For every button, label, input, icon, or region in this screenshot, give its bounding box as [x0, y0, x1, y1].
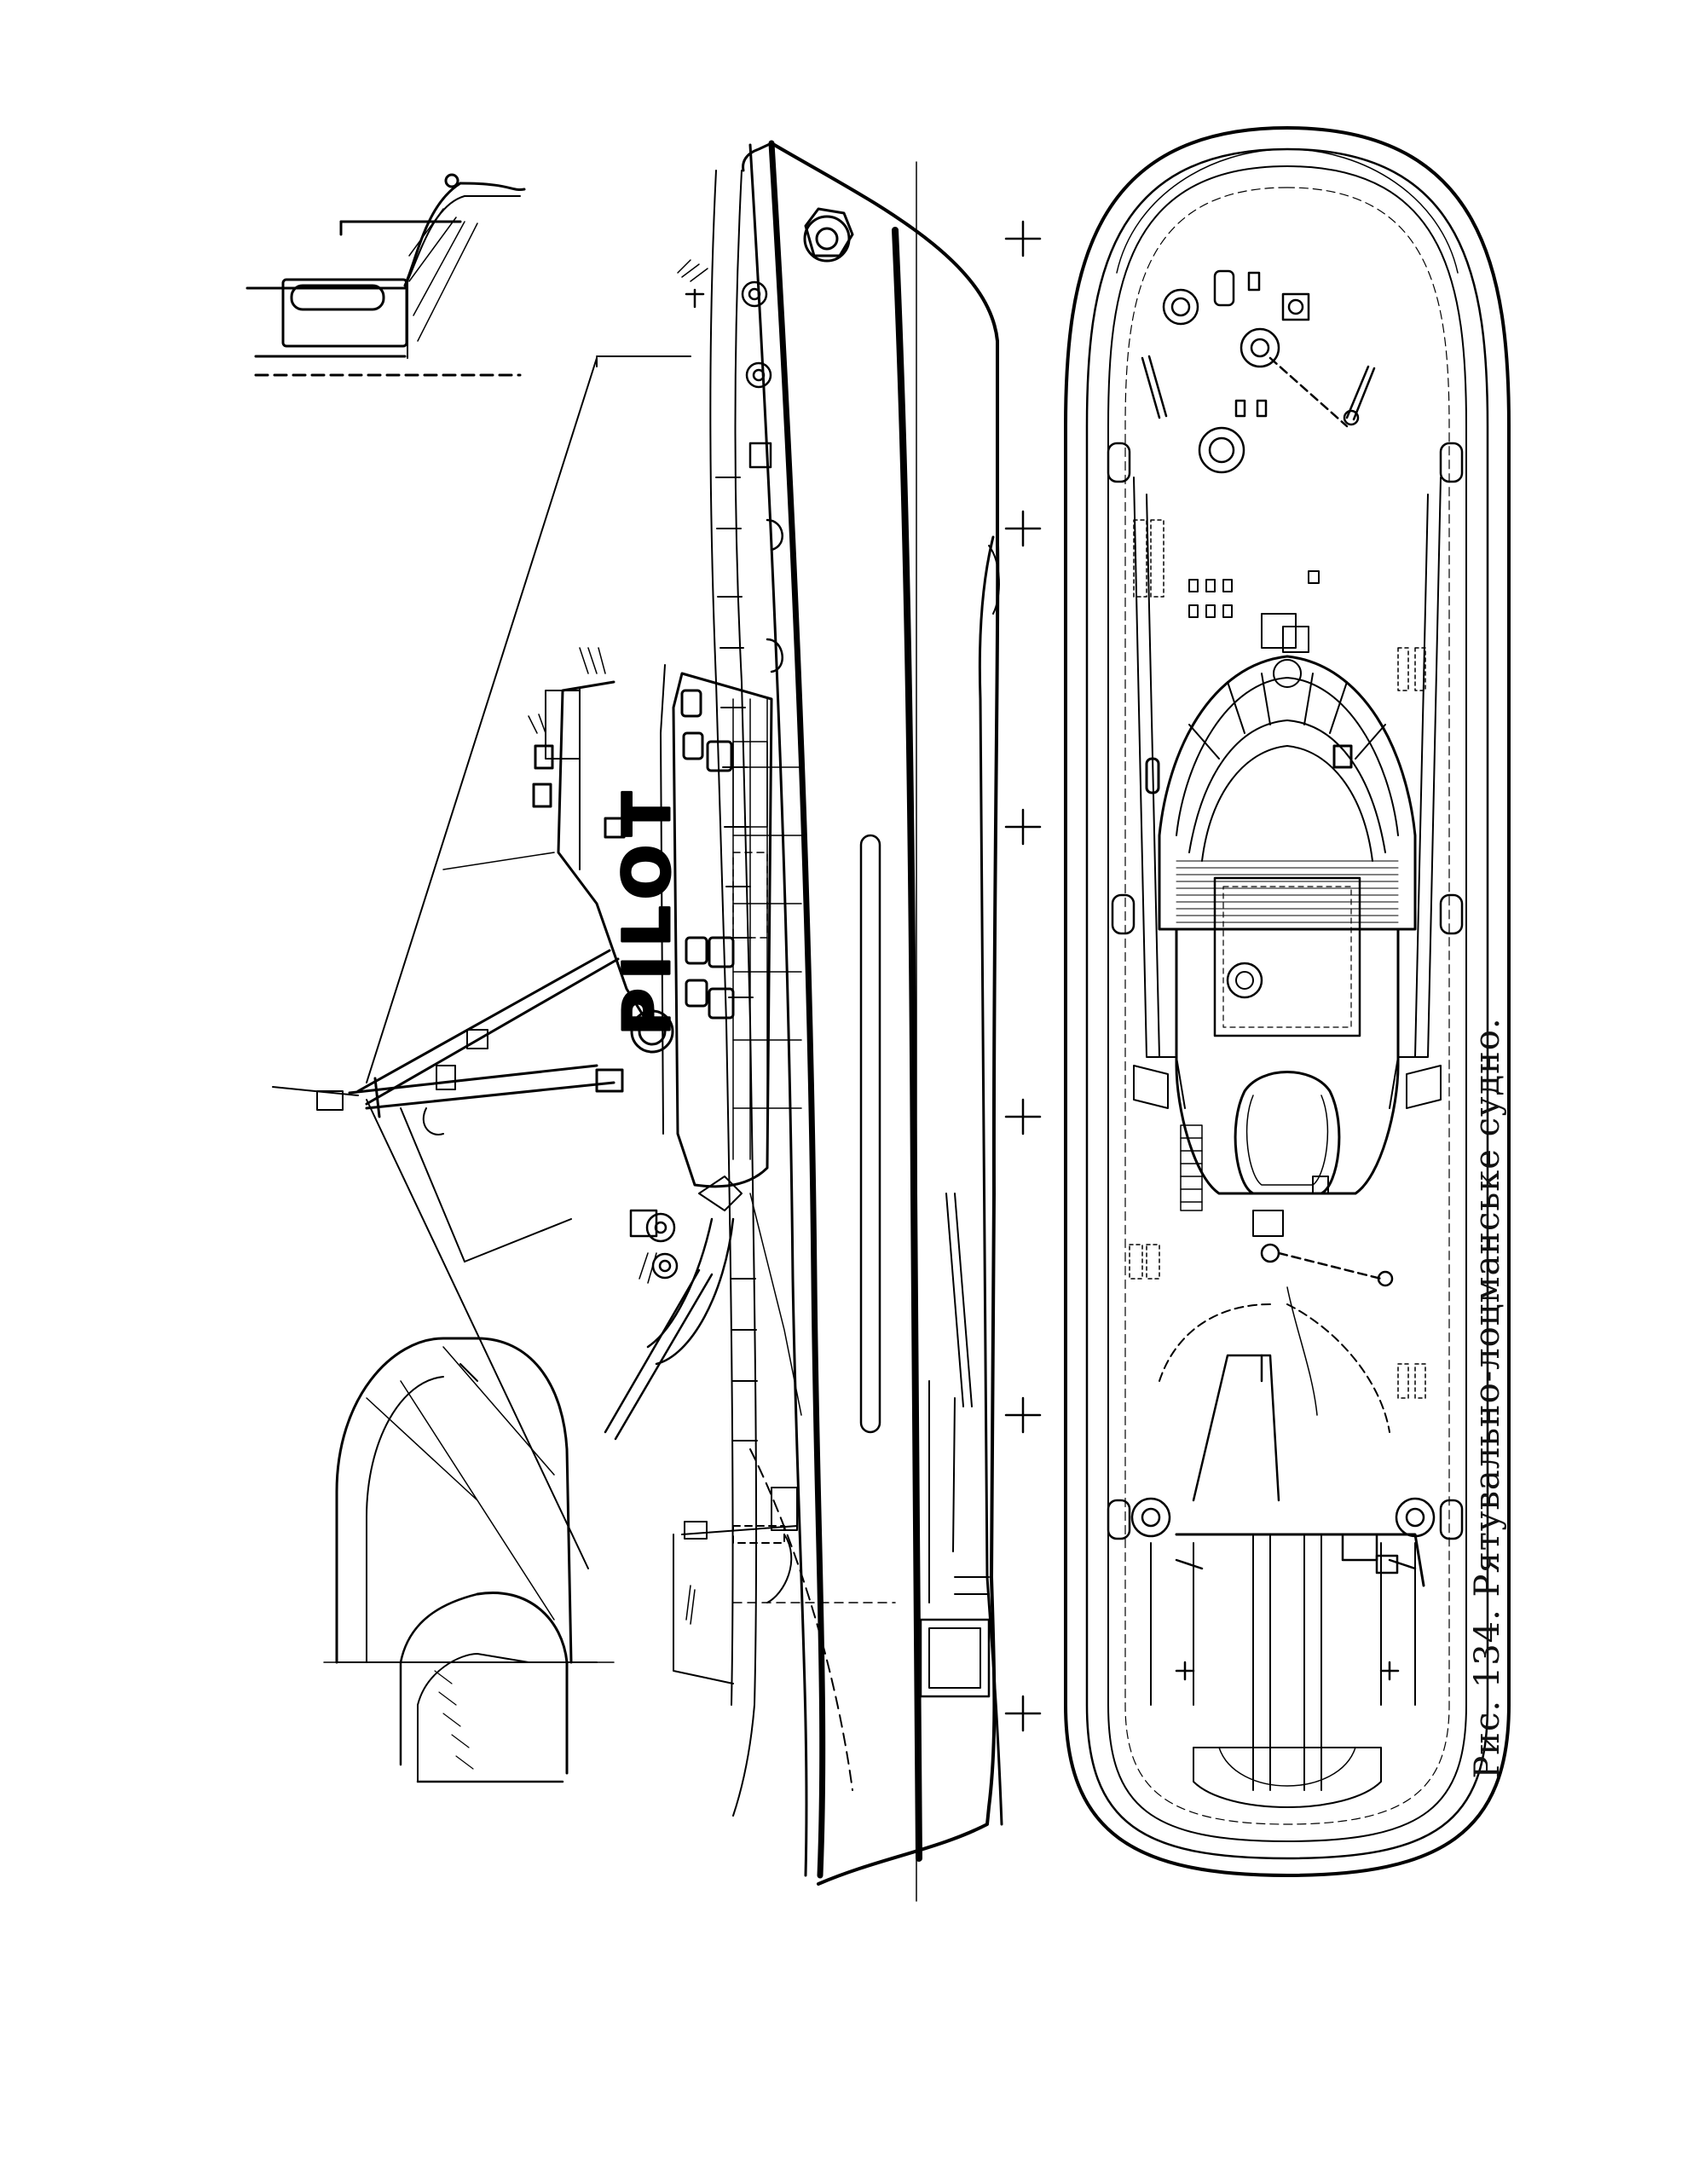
- aft-davit: [604, 1176, 802, 1441]
- station-marks: [1004, 220, 1042, 1732]
- side-elevation: PILOT: [272, 140, 1042, 1902]
- waterline: [892, 227, 922, 1862]
- sheer-line: [768, 140, 826, 1879]
- plan-view: [1064, 126, 1511, 1877]
- aft-structure: [673, 1193, 991, 1698]
- detail-stern-section: [323, 1337, 615, 1783]
- detail-bow-section: [246, 173, 526, 377]
- plan-aft-deck: [1150, 1243, 1425, 1808]
- plan-deckhouse: [1145, 655, 1417, 1237]
- wheelhouse: [528, 647, 650, 1093]
- plan-hull-outer: [1064, 126, 1511, 1877]
- mast-rigging: [272, 355, 691, 1569]
- figure-caption: Рис. 134. Рятувально-лоцманське судно.: [1468, 1017, 1507, 1779]
- deckhouse: [630, 664, 802, 1188]
- hull-outline: [770, 142, 1000, 1886]
- hull-name: PILOT: [609, 783, 685, 1036]
